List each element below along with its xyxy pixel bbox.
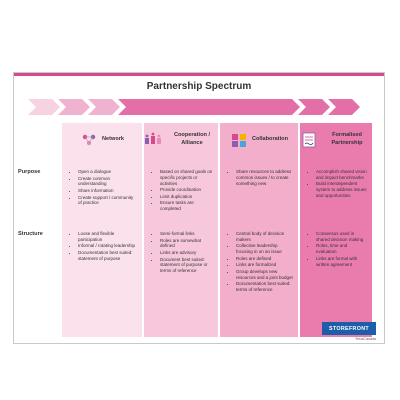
column-formalised-partnership: Formalised Partnership Accomplish shared… bbox=[300, 123, 372, 337]
chevron-arrow-1 bbox=[28, 99, 60, 115]
people-network-icon bbox=[82, 134, 96, 146]
list-item: Links are formalized bbox=[236, 262, 294, 268]
list-item: Create common understanding bbox=[78, 176, 138, 188]
list-item: Open a dialogue bbox=[78, 169, 138, 175]
list-item: Group develops new resources and a joint… bbox=[236, 269, 294, 281]
partnership-spectrum-panel: Partnership Spectrum Purpose Structure N… bbox=[13, 72, 385, 344]
network-purpose-list: Open a dialogue Create common understand… bbox=[68, 169, 138, 207]
column-header-network: Network bbox=[62, 123, 142, 157]
chevron-arrow-6 bbox=[328, 99, 360, 115]
list-item: Informal / rotating leadership bbox=[78, 243, 138, 249]
list-item: Share resources to address common issues… bbox=[236, 169, 294, 187]
chevron-arrow-main bbox=[118, 99, 300, 115]
list-item: Build interdependent system to address i… bbox=[316, 181, 368, 199]
page-title: Partnership Spectrum bbox=[146, 81, 252, 92]
formalised-structure-list: Consensus used in shared decision making… bbox=[306, 231, 368, 268]
row-label-structure: Structure bbox=[18, 231, 43, 237]
list-item: Documentation best suited: terms of refe… bbox=[236, 281, 294, 293]
list-item: Consensus used in shared decision making bbox=[316, 231, 368, 243]
column-label-network: Network bbox=[101, 136, 125, 143]
list-item: Roles are somewhat defined bbox=[160, 238, 214, 250]
row-label-purpose: Purpose bbox=[18, 169, 41, 175]
list-item: Limit duplication bbox=[160, 194, 214, 200]
list-item: Create support / community of practice bbox=[78, 195, 138, 207]
chevron-arrow-3 bbox=[88, 99, 120, 115]
column-label-cooperation: Cooperation / Alliance bbox=[173, 132, 211, 146]
cooperation-purpose-list: Based on shared goals on specific projec… bbox=[150, 169, 214, 213]
accent-bar bbox=[14, 73, 384, 76]
column-label-formalised: Formalised Partnership bbox=[331, 132, 363, 146]
spectrum-arrow-band bbox=[28, 99, 360, 115]
list-item: Links are advisory bbox=[160, 250, 214, 256]
column-cooperation: Cooperation / Alliance Based on shared g… bbox=[144, 123, 218, 337]
signed-agreement-icon bbox=[302, 132, 316, 148]
list-item: Ensure tasks are completed bbox=[160, 200, 214, 212]
list-item: Documentation best suited: statement of … bbox=[78, 250, 138, 262]
list-item: Roles, time and evaluation bbox=[316, 243, 368, 255]
handshake-group-icon bbox=[145, 132, 161, 144]
list-item: Provide coordination bbox=[160, 187, 214, 193]
list-item: Central body of decision makers bbox=[236, 231, 294, 243]
list-item: Accomplish shared vision and impact benc… bbox=[316, 169, 368, 181]
column-header-formalised: Formalised Partnership bbox=[300, 123, 372, 157]
column-collaboration: Collaboration Share resources to address… bbox=[220, 123, 298, 337]
cooperation-structure-list: Semi-formal links Roles are somewhat def… bbox=[150, 231, 214, 275]
list-item: Semi-formal links bbox=[160, 231, 214, 237]
collaboration-structure-list: Central body of decision makers Collecti… bbox=[226, 231, 294, 294]
puzzle-team-icon bbox=[231, 134, 246, 147]
sponsor-logo-text: TelusCanada bbox=[355, 337, 376, 341]
chevron-arrow-2 bbox=[58, 99, 90, 115]
column-header-cooperation: Cooperation / Alliance bbox=[144, 123, 218, 157]
list-item: Share information bbox=[78, 188, 138, 194]
column-label-collaboration: Collaboration bbox=[251, 136, 289, 143]
list-item: Roles are defined bbox=[236, 256, 294, 262]
storefront-logo: STOREFRONT bbox=[322, 322, 376, 335]
collaboration-purpose-list: Share resources to address common issues… bbox=[226, 169, 294, 187]
list-item: Based on shared goals on specific projec… bbox=[160, 169, 214, 187]
list-item: Links are formal with written agreement bbox=[316, 256, 368, 268]
list-item: Loose and flexible participation bbox=[78, 231, 138, 243]
formalised-purpose-list: Accomplish shared vision and impact benc… bbox=[306, 169, 368, 200]
chevron-arrow-5 bbox=[298, 99, 330, 115]
network-structure-list: Loose and flexible participation Informa… bbox=[68, 231, 138, 262]
column-network: Network Open a dialogue Create common un… bbox=[62, 123, 142, 337]
list-item: Collective leadership focusing in on an … bbox=[236, 243, 294, 255]
list-item: Document best suited: statement of purpo… bbox=[160, 257, 214, 275]
column-header-collaboration: Collaboration bbox=[220, 123, 298, 157]
